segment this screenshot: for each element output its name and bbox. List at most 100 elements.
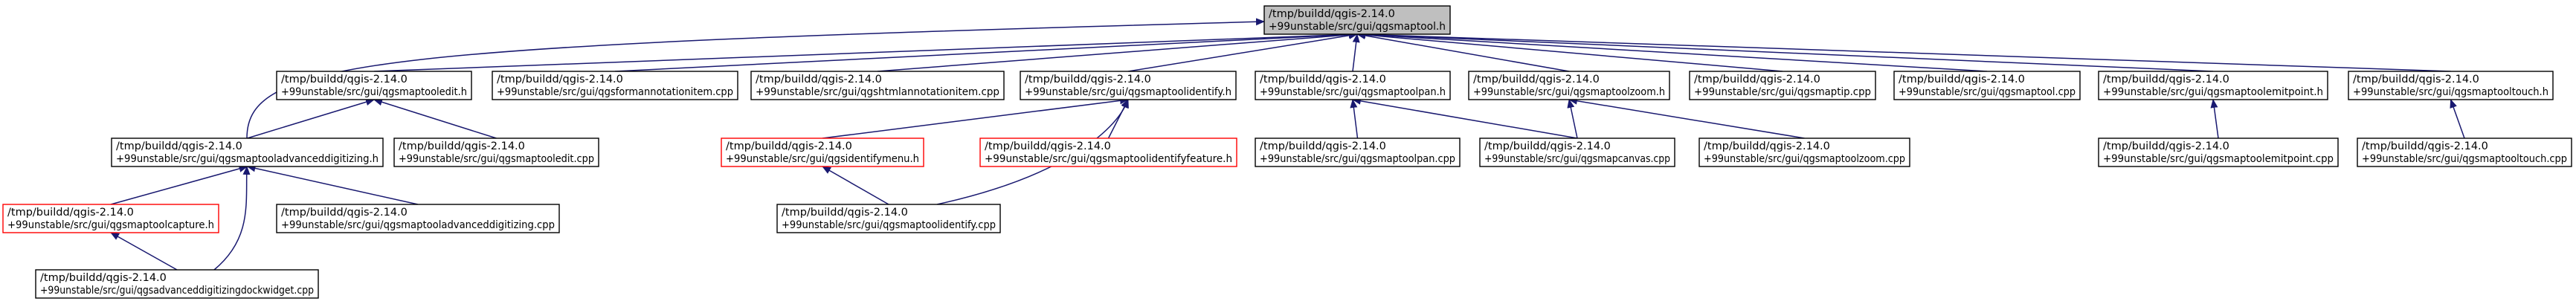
node-label-line1: /tmp/buildd/qgis-2.14.0	[1260, 140, 1386, 152]
node-box[interactable]	[2348, 71, 2554, 100]
node-label-line2: +99unstable/src/gui/qgsmaptoolemitpoint.…	[2103, 86, 2323, 98]
node-box[interactable]	[35, 269, 319, 299]
node-label-line1: /tmp/buildd/qgis-2.14.0	[116, 140, 242, 152]
node-label-line2: +99unstable/src/gui/qgsformannotationite…	[497, 86, 733, 98]
node-box[interactable]	[1255, 71, 1451, 100]
node-maptooledit_cpp[interactable]: /tmp/buildd/qgis-2.14.0+99unstable/src/g…	[393, 138, 599, 167]
node-box[interactable]	[979, 138, 1237, 167]
edge-mapcanvas_cpp-to-maptoolpan_h	[1352, 97, 1578, 139]
node-box[interactable]	[276, 71, 472, 100]
edge-maptoolcapture_h-to-maptooladvanceddigitizing_h	[110, 165, 248, 205]
node-box[interactable]	[1468, 71, 1670, 100]
node-maptool_cpp[interactable]: /tmp/buildd/qgis-2.14.0+99unstable/src/g…	[1893, 71, 2081, 100]
node-maptooltouch_h[interactable]: /tmp/buildd/qgis-2.14.0+99unstable/src/g…	[2348, 71, 2554, 100]
edge-maptoolemitpoint_h-to-root	[1356, 30, 2214, 72]
edge-maptoolidentify_h-to-root	[1127, 31, 1358, 72]
node-maptoolcapture_h[interactable]: /tmp/buildd/qgis-2.14.0+99unstable/src/g…	[2, 204, 219, 233]
node-box[interactable]	[276, 204, 560, 233]
node-maptooladvanceddigitizing_h[interactable]: /tmp/buildd/qgis-2.14.0+99unstable/src/g…	[111, 138, 384, 167]
node-label-line2: +99unstable/src/gui/qgsmaptool.cpp	[1899, 86, 2076, 98]
node-maptooladvanceddigitizing_cpp[interactable]: /tmp/buildd/qgis-2.14.0+99unstable/src/g…	[276, 204, 560, 233]
edge-advanceddigitizingdockwidget_cpp-to-maptooladvanceddigitizing_h	[213, 166, 251, 271]
node-label-line1: /tmp/buildd/qgis-2.14.0	[1694, 74, 1820, 85]
node-label-line2: +99unstable/src/gui/qgsmaptooledit.h	[281, 86, 467, 98]
node-label-line1: /tmp/buildd/qgis-2.14.0	[2103, 140, 2229, 152]
node-maptooltouch_cpp[interactable]: /tmp/buildd/qgis-2.14.0+99unstable/src/g…	[2357, 138, 2572, 167]
edge-formannotationitem_cpp-to-root	[614, 30, 1358, 72]
edge-maptoolpan_cpp-to-maptoolpan_h	[1350, 99, 1359, 139]
edge-maptip_cpp-to-root	[1356, 30, 1783, 72]
edge-maptoolzoom_h-to-root	[1356, 31, 1570, 72]
node-label-line1: /tmp/buildd/qgis-2.14.0	[2353, 74, 2479, 85]
node-maptoolpan_cpp[interactable]: /tmp/buildd/qgis-2.14.0+99unstable/src/g…	[1255, 138, 1461, 167]
node-maptoolzoom_cpp[interactable]: /tmp/buildd/qgis-2.14.0+99unstable/src/g…	[1698, 138, 1910, 167]
node-maptip_cpp[interactable]: /tmp/buildd/qgis-2.14.0+99unstable/src/g…	[1689, 71, 1876, 100]
node-maptoolidentifyfeature_h[interactable]: /tmp/buildd/qgis-2.14.0+99unstable/src/g…	[979, 138, 1237, 167]
node-label-line2: +99unstable/src/gui/qgsmaptool.h	[1269, 21, 1446, 33]
node-label-line2: +99unstable/src/gui/qgsmapcanvas.cpp	[1484, 153, 1670, 165]
node-label-line2: +99unstable/src/gui/qgsmaptooledit.cpp	[399, 153, 594, 165]
node-box[interactable]	[721, 138, 924, 167]
node-label-line1: /tmp/buildd/qgis-2.14.0	[1025, 74, 1151, 85]
node-box[interactable]	[393, 138, 599, 167]
node-box[interactable]	[492, 71, 738, 100]
node-box[interactable]	[1689, 71, 1876, 100]
node-box[interactable]	[1263, 5, 1451, 35]
node-label-line2: +99unstable/src/gui/qgsmaptoolemitpoint.…	[2103, 153, 2334, 165]
edge-maptooladvanceddigitizing_h-to-root	[246, 18, 1265, 139]
node-label-line2: +99unstable/src/gui/qgsmaptoolzoom.cpp	[1704, 153, 1905, 165]
edge-maptool_cpp-to-root	[1356, 30, 1988, 72]
node-box[interactable]	[2357, 138, 2572, 167]
node-label-line1: /tmp/buildd/qgis-2.14.0	[399, 140, 525, 152]
edge-maptooledit_cpp-to-maptooledit_h	[373, 98, 497, 139]
node-mapcanvas_cpp[interactable]: /tmp/buildd/qgis-2.14.0+99unstable/src/g…	[1479, 138, 1675, 167]
node-label-line1: /tmp/buildd/qgis-2.14.0	[985, 140, 1111, 152]
node-label-line1: /tmp/buildd/qgis-2.14.0	[1473, 74, 1600, 85]
node-label-line1: /tmp/buildd/qgis-2.14.0	[726, 140, 852, 152]
node-label-line1: /tmp/buildd/qgis-2.14.0	[281, 207, 408, 219]
node-maptoolidentify_h[interactable]: /tmp/buildd/qgis-2.14.0+99unstable/src/g…	[1020, 71, 1237, 100]
node-box[interactable]	[2, 204, 219, 233]
node-label-line1: /tmp/buildd/qgis-2.14.0	[1260, 74, 1386, 85]
node-maptooledit_h[interactable]: /tmp/buildd/qgis-2.14.0+99unstable/src/g…	[276, 71, 472, 100]
node-identifymenu_h[interactable]: /tmp/buildd/qgis-2.14.0+99unstable/src/g…	[721, 138, 924, 167]
edge-maptooladvanceddigitizing_h-to-maptooledit_h	[247, 98, 375, 139]
node-label-line2: +99unstable/src/gui/qgsmaptoolidentify.h	[1025, 86, 1231, 98]
node-box[interactable]	[2098, 71, 2328, 100]
node-box[interactable]	[1698, 138, 1910, 167]
node-maptoolidentify_cpp[interactable]: /tmp/buildd/qgis-2.14.0+99unstable/src/g…	[776, 204, 1001, 233]
node-maptoolemitpoint_cpp[interactable]: /tmp/buildd/qgis-2.14.0+99unstable/src/g…	[2098, 138, 2339, 167]
node-label-line2: +99unstable/src/gui/qgsidentifymenu.h	[726, 153, 919, 165]
node-label-line2: +99unstable/src/gui/qgsmaptooladvanceddi…	[116, 153, 379, 165]
node-label-line1: /tmp/buildd/qgis-2.14.0	[1484, 140, 1611, 152]
node-label-line1: /tmp/buildd/qgis-2.14.0	[497, 74, 623, 85]
node-label-line2: +99unstable/src/gui/qgsmaptooladvanceddi…	[281, 219, 555, 231]
node-label-line2: +99unstable/src/gui/qgsmaptoolpan.cpp	[1260, 153, 1455, 165]
node-maptoolemitpoint_h[interactable]: /tmp/buildd/qgis-2.14.0+99unstable/src/g…	[2098, 71, 2328, 100]
nodes-layer: /tmp/buildd/qgis-2.14.0+99unstable/src/g…	[2, 5, 2572, 299]
node-label-line1: /tmp/buildd/qgis-2.14.0	[1899, 74, 2025, 85]
node-box[interactable]	[1020, 71, 1237, 100]
node-box[interactable]	[1255, 138, 1461, 167]
node-label-line1: /tmp/buildd/qgis-2.14.0	[281, 74, 408, 85]
node-box[interactable]	[776, 204, 1001, 233]
node-box[interactable]	[1479, 138, 1675, 167]
edge-maptoolzoom_cpp-to-maptoolzoom_h	[1568, 97, 1805, 139]
node-maptoolzoom_h[interactable]: /tmp/buildd/qgis-2.14.0+99unstable/src/g…	[1468, 71, 1670, 100]
node-box[interactable]	[1893, 71, 2081, 100]
node-formannotationitem_cpp[interactable]: /tmp/buildd/qgis-2.14.0+99unstable/src/g…	[492, 71, 738, 100]
node-advanceddigitizingdockwidget_cpp[interactable]: /tmp/buildd/qgis-2.14.0+99unstable/src/g…	[35, 269, 319, 299]
node-label-line2: +99unstable/src/gui/qgsmaptoolidentifyfe…	[985, 153, 1232, 165]
node-box[interactable]	[111, 138, 384, 167]
node-htmlannotationitem_cpp[interactable]: /tmp/buildd/qgis-2.14.0+99unstable/src/g…	[750, 71, 1005, 100]
edge-maptooltouch_h-to-root	[1356, 30, 2451, 72]
node-root[interactable]: /tmp/buildd/qgis-2.14.0+99unstable/src/g…	[1263, 5, 1451, 35]
node-maptoolpan_h[interactable]: /tmp/buildd/qgis-2.14.0+99unstable/src/g…	[1255, 71, 1451, 100]
node-box[interactable]	[750, 71, 1005, 100]
edge-maptoolidentify_cpp-to-identifymenu_h	[822, 166, 889, 205]
node-label-line1: /tmp/buildd/qgis-2.14.0	[7, 207, 134, 219]
edge-htmlannotationitem_cpp-to-root	[877, 30, 1358, 72]
node-label-line2: +99unstable/src/gui/qgsmaptoolzoom.h	[1473, 86, 1665, 98]
node-label-line2: +99unstable/src/gui/qgsmaptooltouch.h	[2353, 86, 2548, 98]
node-box[interactable]	[2098, 138, 2339, 167]
